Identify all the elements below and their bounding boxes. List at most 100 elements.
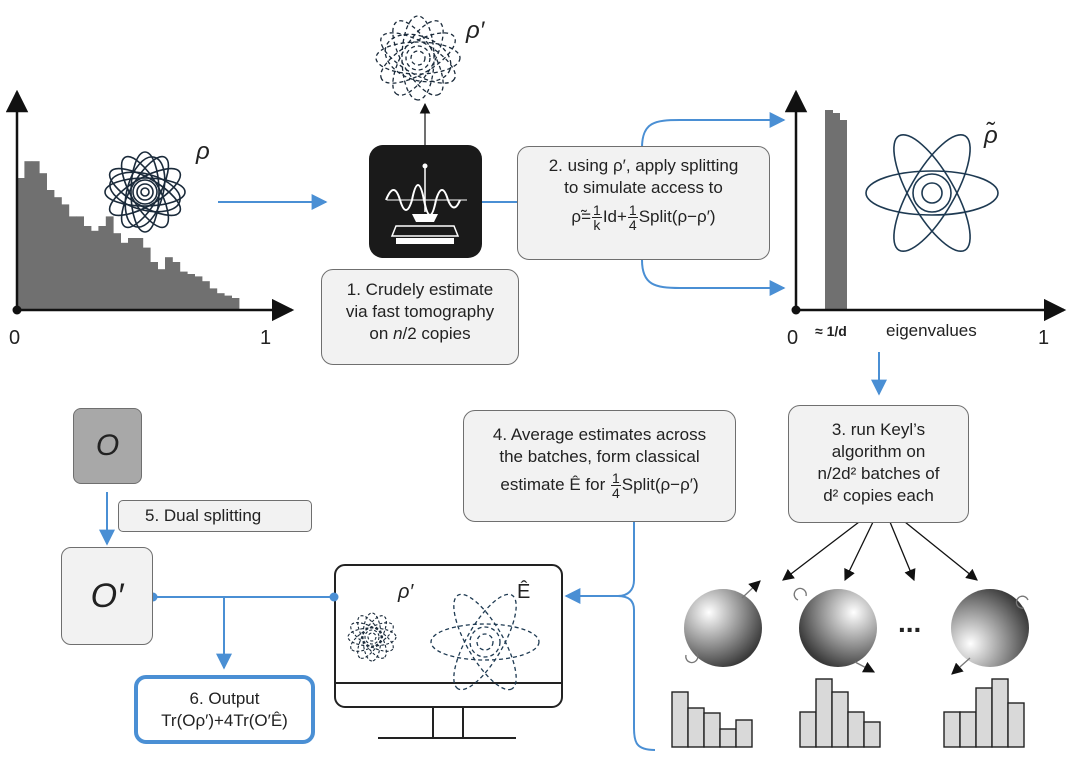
step2-box: 2. using ρ′, apply splitting to simulate… bbox=[517, 146, 770, 260]
left-histogram-bar bbox=[128, 238, 136, 310]
arrow-branch-top bbox=[641, 112, 786, 149]
step4-line3-pre: estimate Ê for bbox=[500, 474, 610, 494]
step3-line4: d² copies each bbox=[823, 486, 934, 505]
step4-frac-num: 1 bbox=[610, 470, 621, 486]
batch-arrows bbox=[782, 521, 978, 582]
step3-line2: algorithm on bbox=[831, 442, 926, 461]
step4-line2: the batches, form classical bbox=[499, 447, 700, 466]
left-histogram-bar bbox=[194, 276, 203, 310]
monitor-e-hat-label: Ê bbox=[517, 580, 530, 603]
rho-tilde-label: ρ̃ bbox=[983, 122, 998, 149]
right-axis-one: 1 bbox=[1038, 327, 1049, 349]
left-axis-one: 1 bbox=[260, 327, 271, 349]
left-histogram-bar bbox=[187, 274, 195, 310]
operator-O-box: O bbox=[73, 408, 142, 484]
right-axis-d-tick: ≈ 1/d bbox=[815, 323, 847, 339]
step3-line3: n/2d² batches of bbox=[817, 464, 940, 483]
step2-frac2-num: 1 bbox=[627, 202, 638, 218]
step2-eq-mid: Id+ bbox=[602, 206, 627, 226]
bloch-sphere-1 bbox=[684, 589, 762, 667]
left-histogram-bar bbox=[179, 271, 188, 310]
step2-line2: to simulate access to bbox=[564, 178, 723, 197]
left-histogram-bar bbox=[17, 178, 25, 310]
left-histogram-bar bbox=[165, 257, 173, 310]
left-histogram-bar bbox=[105, 216, 114, 310]
left-histogram-bar bbox=[231, 298, 240, 310]
left-histogram-bar bbox=[24, 161, 33, 310]
step6-line1: 6. Output bbox=[189, 689, 260, 708]
step3-box: 3. run Keyl’s algorithm on n/2d² batches… bbox=[788, 405, 969, 523]
bloch-sphere-3 bbox=[951, 589, 1029, 667]
left-histogram-bar bbox=[209, 288, 218, 310]
step1-line1: 1. Crudely estimate bbox=[346, 280, 494, 299]
left-axis-zero: 0 bbox=[9, 327, 20, 349]
left-histogram-bars bbox=[17, 161, 240, 310]
left-origin-dot bbox=[12, 305, 22, 315]
step4-line1: 4. Average estimates across bbox=[492, 425, 707, 444]
right-histogram: 0 ≈ 1/d eigenvalues 1 bbox=[784, 89, 1067, 349]
step4-box: 4. Average estimates across the batches,… bbox=[463, 410, 736, 522]
step2-eq-lhs: ρ̃= bbox=[571, 206, 592, 226]
ellipsis-label: ... bbox=[898, 607, 921, 638]
left-histogram-bar bbox=[202, 281, 210, 310]
step2-frac1-den: k bbox=[593, 217, 601, 233]
left-histogram: 0 1 bbox=[5, 89, 295, 349]
right-bar-2 bbox=[833, 113, 840, 310]
bloch-sphere-2 bbox=[799, 589, 877, 667]
arrow-branch-bottom bbox=[641, 259, 786, 296]
right-bar-3 bbox=[840, 120, 847, 310]
left-histogram-bar bbox=[91, 230, 99, 310]
computer-monitor bbox=[334, 564, 563, 739]
step1-line2: via fast tomography bbox=[345, 302, 495, 321]
left-histogram-bar bbox=[39, 173, 47, 310]
step4-frac-den: 4 bbox=[611, 485, 620, 501]
monitor-rho-prime-label: ρ′ bbox=[397, 581, 414, 603]
operator-O-prime-label: O′ bbox=[90, 577, 124, 615]
step1-line3-var: n bbox=[393, 324, 403, 343]
step4-line3-post: Split(ρ−ρ′) bbox=[621, 474, 699, 494]
step1-line3-post: /2 copies bbox=[402, 324, 471, 343]
left-histogram-bar bbox=[31, 161, 40, 310]
step3-line1: 3. run Keyl’s bbox=[831, 420, 926, 439]
left-histogram-bar bbox=[113, 233, 121, 310]
rho-prime-label-top: ρ′ bbox=[465, 17, 486, 44]
step1-line3-pre: on bbox=[369, 324, 394, 343]
step5-box: 5. Dual splitting bbox=[118, 500, 312, 532]
right-origin-dot bbox=[791, 305, 801, 315]
right-axis-zero: 0 bbox=[787, 327, 798, 349]
monitor-e-hat-atom bbox=[430, 593, 540, 691]
aggregation-bracket bbox=[617, 522, 656, 751]
sphere-rotation-arrows bbox=[685, 580, 1029, 675]
step6-line2: Tr(Oρ′)+4Tr(O′Ê) bbox=[161, 711, 288, 730]
rho-tilde-atom bbox=[865, 133, 999, 253]
step2-eq-rhs: Split(ρ−ρ′) bbox=[638, 206, 716, 226]
operator-O-prime-box: O′ bbox=[61, 547, 153, 645]
left-histogram-bar bbox=[68, 216, 77, 310]
operator-O-label: O bbox=[95, 429, 120, 462]
left-histogram-bar bbox=[54, 197, 62, 310]
left-histogram-bar bbox=[172, 262, 181, 310]
left-histogram-bar bbox=[46, 190, 55, 310]
left-histogram-bar bbox=[76, 216, 84, 310]
left-histogram-bar bbox=[224, 295, 232, 310]
step5-label: 5. Dual splitting bbox=[145, 506, 262, 525]
left-histogram-bar bbox=[61, 204, 70, 310]
right-axis-label: eigenvalues bbox=[886, 321, 977, 340]
step2-frac1-num: 1 bbox=[592, 202, 602, 218]
left-histogram-bar bbox=[150, 262, 158, 310]
step6-output-box: 6. Output Tr(Oρ′)+4Tr(O′Ê) bbox=[134, 675, 315, 744]
step1-line3: on n/2 copies bbox=[322, 323, 518, 345]
right-bar-1 bbox=[825, 110, 833, 310]
left-histogram-bar bbox=[98, 226, 107, 310]
left-histogram-bar bbox=[157, 269, 166, 310]
left-histogram-bar bbox=[216, 293, 225, 310]
step2-line1: 2. using ρ′, apply splitting bbox=[548, 156, 739, 175]
step2-frac2-den: 4 bbox=[628, 217, 637, 233]
rho-label: ρ bbox=[195, 138, 210, 165]
rho-prime-atom-dashed bbox=[375, 15, 461, 101]
mini-histograms bbox=[671, 678, 1025, 748]
